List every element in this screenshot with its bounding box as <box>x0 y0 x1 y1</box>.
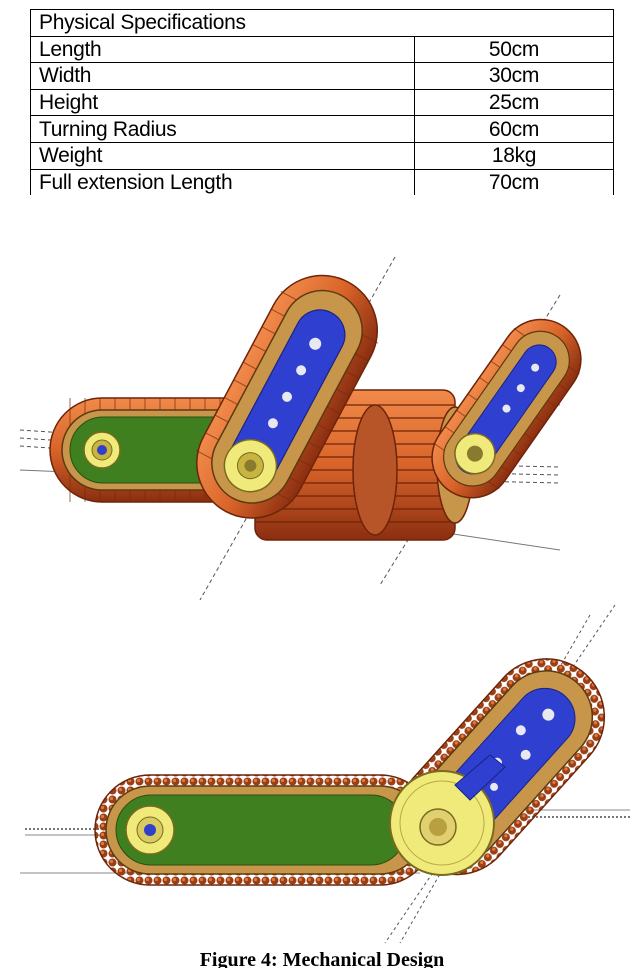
spec-value: 25cm <box>413 88 615 117</box>
mechanical-design-figure <box>19 256 630 944</box>
spec-label: Length <box>30 35 415 64</box>
figure-caption: Figure 4: Mechanical Design <box>199 949 445 968</box>
specs-table: Physical Specifications Length 50cm Widt… <box>29 9 615 196</box>
spec-value: 30cm <box>413 62 615 90</box>
front-flipper-right <box>431 318 582 499</box>
main-track <box>94 774 436 886</box>
spec-label: Weight <box>30 141 415 170</box>
spec-value: 18kg <box>413 141 615 170</box>
table-row: Height 25cm <box>30 88 615 117</box>
spec-value: 60cm <box>413 115 615 143</box>
spec-label: Height <box>30 88 415 117</box>
table-row: Weight 18kg <box>30 141 615 170</box>
table-row: Width 30cm <box>30 62 615 90</box>
robot-extended-view <box>19 256 582 601</box>
table-header-row: Physical Specifications <box>29 9 615 37</box>
front-flipper-left <box>195 274 379 519</box>
robot-side-view <box>20 604 630 944</box>
spec-label: Turning Radius <box>30 115 415 143</box>
specifications-table: Physical Specifications Length 50cm Widt… <box>29 9 615 263</box>
table-title: Physical Specifications <box>29 9 615 37</box>
table-row: Length 50cm <box>30 35 615 64</box>
spec-value: 70cm <box>413 168 615 196</box>
spec-label: Full extension Length <box>30 168 415 196</box>
spec-label: Width <box>30 62 415 90</box>
table-row: Turning Radius 60cm <box>30 115 615 143</box>
spec-value: 50cm <box>413 35 615 64</box>
table-row: Full extension Length 70cm <box>30 168 615 196</box>
